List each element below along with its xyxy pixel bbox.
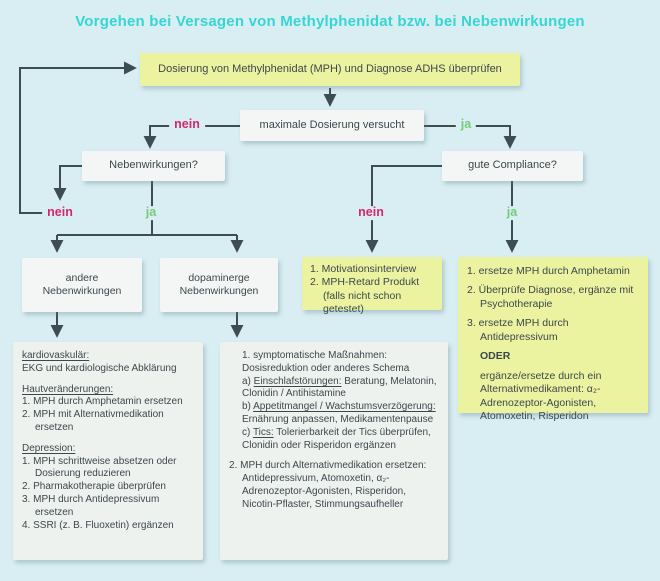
compliance-yes-item-2: 2. Überprüfe Diagnose, ergänze mit Psych… (467, 284, 634, 310)
compliance-yes-oder: ODER (480, 350, 511, 363)
depression-item-1: 1. MPH schrittweise absetzen oder Dosier… (22, 455, 177, 480)
symptomatic-c-line: c) Tics: Tolerierbarkeit der Tics überpr… (242, 427, 439, 453)
node-max-dosage-label: maximale Dosierung versucht (259, 118, 405, 131)
branch-label-nein-max: nein (169, 117, 205, 132)
symptomatic-b-term: Appetitmangel / Wachstumsverzögerung: (253, 401, 436, 413)
branch-label-ja-compliance: ja (501, 205, 523, 220)
branch-label-ja-side-effects: ja (140, 205, 162, 220)
arrow-sideeffects-nein-down (53, 165, 82, 201)
branch-label-ja-max: ja (455, 117, 477, 132)
depression-item-2: 2. Pharmakotherapie überprüfen (22, 481, 166, 493)
depression-item-4: 4. SSRI (z. B. Fluoxetin) ergänzen (22, 519, 174, 531)
node-max-dosage: maximale Dosierung versucht (240, 110, 424, 141)
branch-label-nein-compliance: nein (353, 205, 389, 220)
motivation-line-2: 2. MPH-Retard Produkt (310, 276, 420, 289)
arrow-loop-back-to-dosage (19, 61, 137, 214)
depression-header: Depression: (22, 442, 76, 454)
symptomatic-c-rest: Tolerierbarkeit der Tics überprüfen, Clo… (242, 426, 431, 451)
depression-item-3: 3. MPH durch Antidepressivum ersetzen (22, 493, 160, 518)
compliance-yes-item-3: 3. ersetze MPH durch Antidepressivum (467, 317, 569, 343)
symptomatic-b-prefix: b) (242, 401, 254, 413)
node-compliance-label: gute Compliance? (468, 159, 557, 172)
symptomatic-b-line: b) Appetitmangel / Wachstumsverzögerung:… (242, 401, 439, 427)
box-dopaminergic-detail: 1. symptomatische Maßnahmen: Dosisredukt… (220, 342, 448, 560)
node-other-side-effects-label: andere Nebenwirkungen (42, 271, 122, 297)
box-compliance-yes: 1. ersetze MPH durch Amphetamin 2. Überp… (458, 257, 648, 422)
node-check-dosage-label: Dosierung von Methylphenidat (MPH) und D… (158, 62, 502, 75)
node-compliance: gute Compliance? (442, 151, 583, 181)
compliance-yes-item-1: 1. ersetze MPH durch Amphetamin (467, 265, 630, 277)
node-check-dosage: Dosierung von Methylphenidat (MPH) und D… (140, 53, 520, 86)
node-side-effects-label: Nebenwirkungen? (109, 159, 198, 172)
haut-item-2: 2. MPH mit Alternativmedikation ersetzen (22, 409, 164, 433)
alternative-medication-item: 2. MPH durch Alternativmedikation ersetz… (229, 460, 427, 510)
page-title: Vorgehen bei Versagen von Methylphenidat… (75, 13, 585, 30)
box-other-effects-detail: kardiovaskulär: EKG und kardiologische A… (13, 342, 203, 560)
node-side-effects: Nebenwirkungen? (82, 151, 225, 181)
symptomatic-subtitle: Dosisreduktion oder anderes Schema (242, 362, 410, 374)
symptomatic-c-term: Tics: (252, 426, 274, 438)
kardio-header: kardiovaskulär: (22, 350, 90, 361)
haut-item-1: 1. MPH durch Amphetamin ersetzen (22, 396, 183, 408)
node-dopaminergic-side-effects-label: dopaminerge Nebenwirkungen (179, 271, 259, 297)
kardio-body: EKG und kardiologische Abklärung (22, 362, 177, 374)
motivation-line-3: (falls nicht schon getestet) (323, 289, 402, 316)
node-dopaminergic-side-effects: dopaminerge Nebenwirkungen (160, 258, 278, 312)
branch-label-nein-side-effects: nein (42, 205, 78, 220)
symptomatic-c-prefix: c) (242, 426, 253, 438)
symptomatic-a-line: a) Einschlafstörungen: Beratung, Melaton… (242, 376, 439, 402)
haut-header: Hautveränderungen: (22, 383, 114, 395)
symptomatic-b-rest: Ernährung anpassen, Medikamentenpause (242, 413, 434, 425)
box-motivation: 1. Motivationsinterview 2. MPH-Retard Pr… (302, 257, 442, 315)
symptomatic-a-rest: Beratung, Melatonin, Clonidin / Antihist… (242, 375, 437, 400)
symptomatic-a-term: Einschlafstörungen: (253, 375, 342, 387)
node-other-side-effects: andere Nebenwirkungen (22, 258, 142, 312)
symptomatic-a-prefix: a) (242, 375, 254, 387)
motivation-line-1: 1. Motivationsinterview (310, 263, 417, 275)
symptomatic-title: 1. symptomatische Maßnahmen: (242, 350, 388, 361)
compliance-yes-alternative: ergänze/ersetze durch ein Alternativmedi… (480, 369, 602, 422)
